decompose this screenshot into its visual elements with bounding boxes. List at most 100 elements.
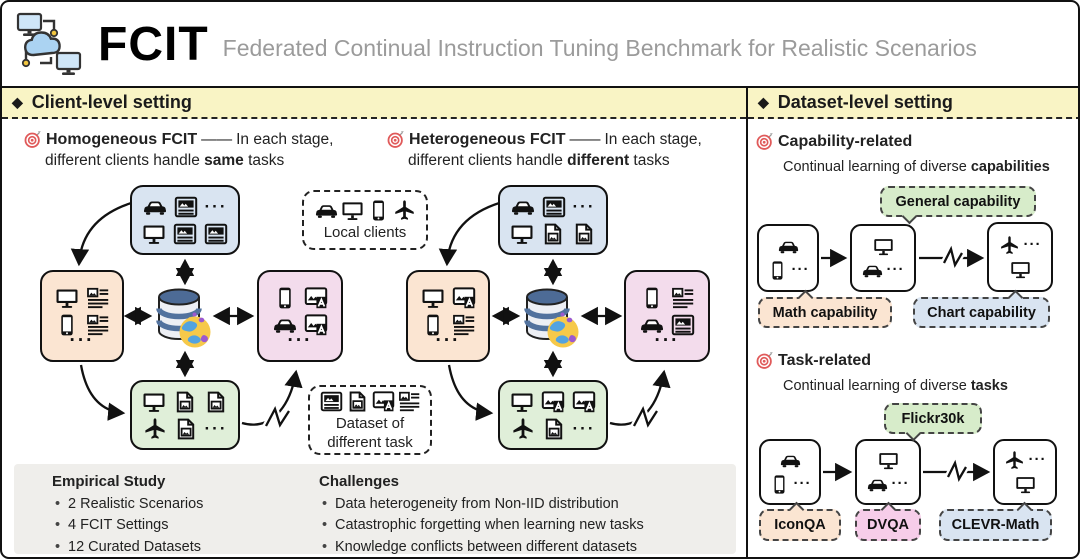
icon-row	[55, 286, 110, 310]
imgdoc-icon	[204, 222, 228, 246]
ellipsis: ···	[791, 261, 810, 278]
list-item: 2 Realistic Scenarios	[52, 494, 292, 516]
icon-row: ···	[511, 417, 596, 441]
dataset-box-label-line2: different task	[327, 433, 413, 451]
capability-title: Capability-related	[778, 133, 913, 150]
icon-row: ···	[769, 474, 812, 495]
dataset-of-different-task-box: Dataset of different task	[308, 385, 432, 455]
car-icon	[867, 474, 888, 495]
client-level-panel-header: ◆ Client-level setting	[2, 88, 746, 119]
local-clients-box: Local clients	[302, 190, 428, 250]
iconqa-bubble: IconQA	[759, 501, 841, 541]
fcit-logo-icon	[16, 11, 82, 77]
icon-row: ···	[767, 260, 810, 281]
phone-icon	[767, 260, 788, 281]
icon-row	[273, 286, 328, 310]
em-dash: ——	[201, 131, 233, 148]
icon-row: ···	[435, 330, 461, 351]
target-icon	[24, 130, 42, 148]
target-icon	[756, 132, 774, 150]
list-item: 4 FCIT Settings	[52, 515, 292, 537]
icon-row: ···	[867, 474, 910, 495]
task-title: Task-related	[778, 352, 872, 369]
icon-row	[873, 236, 894, 257]
imgA-icon	[304, 286, 328, 310]
icon-row	[780, 450, 801, 471]
car-icon	[511, 195, 535, 219]
dataset-level-panel-header: ◆ Dataset-level setting	[748, 88, 1078, 119]
local-clients-label: Local clients	[323, 224, 407, 241]
math-capability-bubble: Math capability	[758, 289, 892, 328]
monitor-icon	[421, 286, 445, 310]
bubble-tail	[1007, 289, 1024, 306]
monitor-icon	[142, 390, 166, 414]
ellipsis: ···	[435, 330, 461, 351]
icon-row	[1015, 474, 1036, 495]
figure-subtitle: Federated Continual Instruction Tuning B…	[222, 34, 977, 61]
ellipsis: ···	[654, 330, 680, 351]
ellipsis: ···	[204, 196, 228, 216]
ellipsis: ···	[287, 330, 313, 351]
monitor-icon	[1015, 474, 1036, 495]
ellipsis: ···	[204, 418, 228, 438]
hom-client-box-right: ···	[257, 270, 343, 362]
server-database-icon	[522, 287, 580, 354]
empirical-study-column: Empirical Study 2 Realistic Scenarios 4 …	[52, 471, 292, 558]
fileimg-icon	[173, 390, 197, 414]
doclines-icon	[671, 286, 695, 310]
server-database-icon	[154, 287, 212, 354]
icon-row: ···	[999, 235, 1042, 256]
capability-stage-3-box: ···	[987, 222, 1053, 292]
car-icon	[862, 260, 883, 281]
hom-client-box-top: ···	[130, 185, 240, 255]
homogeneous-title: Homogeneous FCIT	[46, 131, 198, 148]
heterogeneous-title: Heterogeneous FCIT	[409, 131, 566, 148]
dataset-box-label-line1: Dataset of	[335, 414, 405, 432]
monitor-icon	[878, 450, 899, 471]
icon-row	[778, 236, 799, 257]
phone-icon	[367, 199, 390, 222]
fileimg-icon	[346, 390, 369, 413]
icon-row: ···	[69, 330, 95, 351]
diamond-icon: ◆	[12, 94, 23, 110]
ellipsis: ···	[69, 330, 95, 351]
target-icon	[756, 351, 774, 369]
het-client-box-left: ···	[406, 270, 490, 362]
car-icon	[315, 199, 338, 222]
icon-row: ···	[143, 417, 228, 441]
doclines-icon	[398, 390, 421, 413]
list-item: Knowledge conflicts between different da…	[319, 537, 729, 558]
bubble-tail	[797, 289, 814, 306]
empirical-study-list: 2 Realistic Scenarios 4 FCIT Settings 12…	[52, 494, 292, 558]
heterogeneous-desc2: different clients handle different tasks	[408, 152, 670, 169]
doclines-icon	[86, 286, 110, 310]
icon-row	[421, 286, 476, 310]
icon-row: ···	[862, 260, 905, 281]
target-icon	[387, 130, 405, 148]
icon-row	[142, 222, 228, 246]
empirical-study-title: Empirical Study	[52, 473, 166, 490]
task-stage-3-box: ···	[993, 439, 1057, 505]
imgdoc-icon	[542, 195, 566, 219]
hom-client-box-bottom: ···	[130, 380, 240, 450]
phone-icon	[273, 286, 297, 310]
diamond-icon: ◆	[758, 94, 769, 110]
ellipsis: ···	[891, 475, 910, 492]
imgA-icon	[541, 390, 565, 414]
task-stage-1-box: ···	[759, 439, 821, 505]
imgdoc-icon	[173, 222, 197, 246]
figure-header: FCIT Federated Continual Instruction Tun…	[2, 2, 1078, 88]
icon-row: ···	[511, 195, 596, 219]
capability-stage-1-box: ···	[757, 224, 819, 292]
plane-icon	[393, 199, 416, 222]
challenges-list: Data heterogeneity from Non-IID distribu…	[319, 494, 729, 558]
general-capability-bubble: General capability	[880, 186, 1036, 225]
client-level-title: Client-level setting	[31, 92, 192, 112]
homogeneous-section-title: Homogeneous FCIT——In each stage, differe…	[24, 129, 379, 171]
ellipsis: ···	[572, 196, 596, 216]
list-item: 12 Curated Datasets	[52, 537, 292, 558]
fileimg-icon	[174, 417, 198, 441]
fileimg-icon	[541, 222, 565, 246]
icon-row: ···	[143, 195, 228, 219]
icon-row	[878, 450, 899, 471]
